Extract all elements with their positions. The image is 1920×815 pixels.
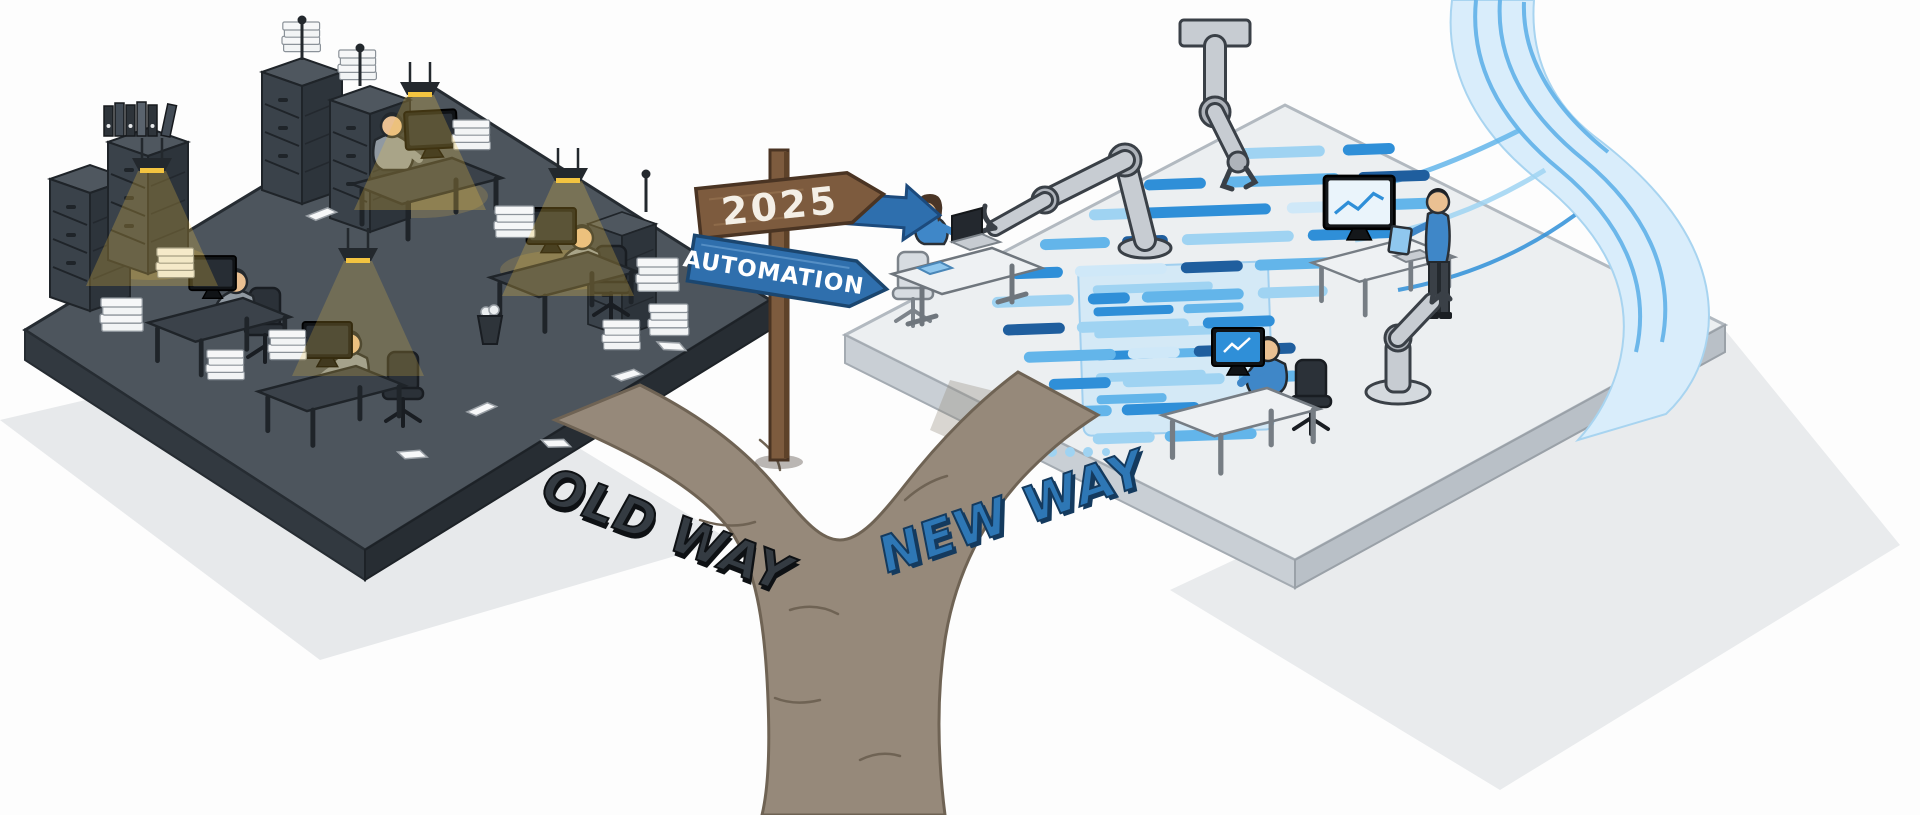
new-platform-shadow [1170,330,1900,790]
paper-stack [451,119,491,151]
year-sign: 2025 [693,171,887,241]
trash-bin [476,304,504,345]
dirt-path-fork [551,370,1101,815]
robot-arm-reaching [970,142,1173,260]
paper-stack [493,205,536,239]
lamp-light-cone [354,95,486,210]
signpost-pole-shade [784,152,789,458]
path-surface [551,370,1101,815]
scattered-papers [304,206,688,460]
lamp-light-cone [502,181,634,296]
tablet-on-desk [915,260,955,276]
old-office-platform [22,15,773,582]
paper-stack [99,297,144,332]
new-office-platform [841,0,1729,590]
paper-stack [267,329,307,361]
lamp-light-cone [292,261,424,376]
paper-stack [337,49,377,81]
antenna [297,15,651,212]
data-stream-ribbon [1449,0,1710,442]
paper-stack [601,319,642,351]
signpost-shadow [755,455,803,469]
binder-row [103,101,178,138]
standing-desk [888,246,1046,327]
paper-stack [635,257,680,292]
paper-stack [205,349,245,381]
robot-arm-small [1364,283,1453,406]
hanging-lamp [354,62,486,210]
data-stream-dots [1047,447,1110,457]
lamp-light-cone [86,171,218,286]
laptop [949,206,1003,252]
paper-stack [647,303,690,337]
hanging-lamp [292,228,424,376]
hanging-lamp [502,148,634,296]
hanging-lamp [86,138,218,286]
robot-arm-hanging [1178,18,1259,192]
